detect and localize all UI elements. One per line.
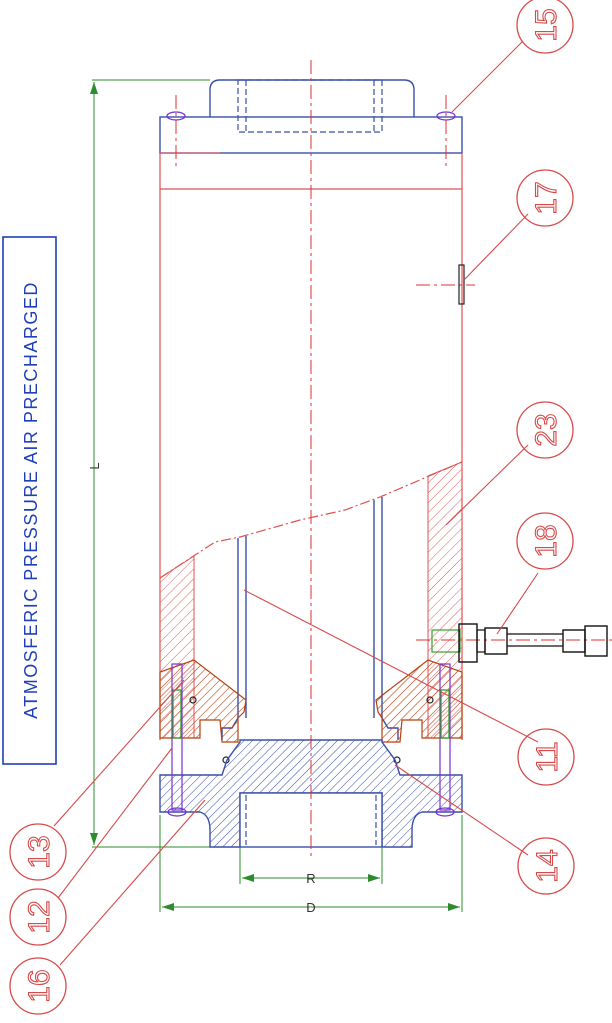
precharge-note-text: ATMOSFERIC PRESSURE AIR PRECHARGED: [21, 281, 41, 719]
piston-tube: [221, 497, 399, 740]
balloon-16: 16: [9, 957, 67, 1015]
balloon-13: 13: [9, 823, 67, 881]
thread-dimension-label: R: [306, 871, 315, 886]
length-dimension-label: L: [87, 462, 102, 469]
leader-lines: [53, 40, 539, 966]
balloon-12-label: 12: [23, 900, 56, 933]
balloon-15-label: 15: [530, 8, 563, 41]
thread-dimension: R: [239, 848, 383, 886]
balloon-16-label: 16: [23, 969, 56, 1002]
charging-fitting: [416, 623, 612, 663]
tie-bolts: [167, 663, 455, 817]
balloon-17: 17: [516, 169, 574, 227]
balloon-11: 11: [517, 728, 575, 786]
balloon-15: 15: [516, 0, 574, 54]
balloon-18-label: 18: [530, 524, 563, 557]
balloon-11-label: 11: [531, 741, 564, 772]
precharge-note: ATMOSFERIC PRESSURE AIR PRECHARGED: [2, 236, 57, 765]
diameter-dimension-label: D: [306, 900, 315, 915]
top-bolts: [166, 95, 456, 170]
balloon-17-label: 17: [530, 181, 563, 214]
length-dimension: L: [87, 79, 215, 848]
balloon-14-label: 14: [531, 849, 564, 882]
gas-port: [416, 264, 475, 305]
balloon-12: 12: [9, 888, 67, 946]
balloon-14: 14: [517, 837, 575, 895]
balloon-23-label: 23: [530, 413, 563, 446]
balloon-23: 23: [516, 401, 574, 459]
balloon-13-label: 13: [23, 835, 56, 868]
balloon-18: 18: [516, 512, 574, 570]
diameter-dimension: D: [159, 815, 463, 915]
